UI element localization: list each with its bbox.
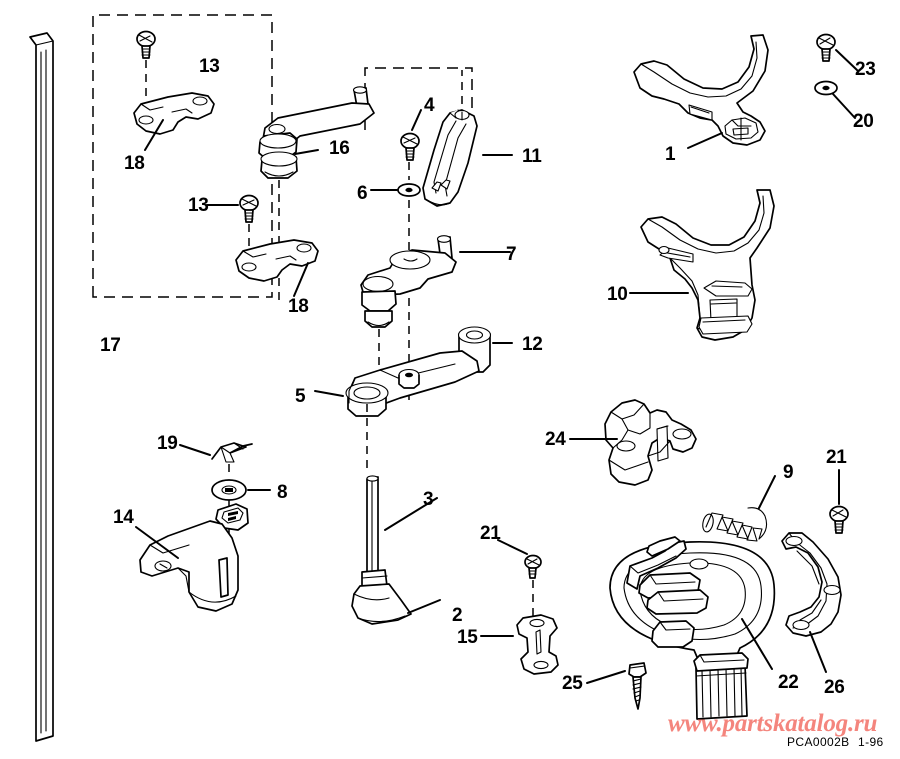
- callout-15: 15: [457, 627, 478, 648]
- callout-21-lower: 21: [480, 523, 501, 544]
- leader-1: [687, 132, 723, 149]
- part-17-steering-rail: [29, 32, 54, 742]
- part-6-washer: [397, 183, 421, 197]
- callout-18-lower: 18: [288, 296, 309, 317]
- part-13-screw-lower: [239, 194, 259, 223]
- part-21-screw-lower: [524, 554, 542, 579]
- drawing-revision: 1-96: [858, 735, 884, 749]
- part-20-washer: [814, 80, 838, 96]
- dashed-group-box-right: [364, 67, 473, 130]
- part-11-shift-rail: [422, 109, 478, 207]
- leader-20: [832, 93, 856, 119]
- part-18-cam-plate-upper: [133, 92, 215, 135]
- callout-20: 20: [853, 111, 874, 132]
- part-16-throttle-cam-lever: [258, 86, 375, 179]
- part-7-shift-lever-link: [360, 235, 457, 328]
- leader-4: [411, 109, 422, 131]
- leader-23: [835, 49, 858, 71]
- callout-23: 23: [855, 59, 876, 80]
- callout-22: 22: [778, 672, 799, 693]
- drawing-code: PCA0002B: [787, 735, 850, 749]
- part-15-anchor-bracket: [516, 614, 559, 675]
- part-4-screw: [400, 132, 420, 161]
- callout-1: 1: [665, 144, 676, 165]
- part-18-cam-plate-lower: [235, 239, 319, 282]
- leader-21-lower: [497, 539, 528, 555]
- callout-12: 12: [522, 334, 543, 355]
- callout-4: 4: [424, 95, 435, 116]
- part-10-lower-bracket: [640, 189, 775, 341]
- callout-10: 10: [607, 284, 628, 305]
- callout-11: 11: [522, 146, 542, 167]
- leader-2: [407, 599, 441, 614]
- callout-8: 8: [277, 482, 288, 503]
- callout-18-upper: 18: [124, 153, 145, 174]
- leader-9: [758, 475, 776, 509]
- part-8-washer: [211, 479, 247, 501]
- callout-26: 26: [824, 677, 845, 698]
- leader-3: [384, 497, 438, 531]
- watermark-url: www.partskatalog.ru: [668, 710, 878, 737]
- leader-22: [741, 618, 773, 670]
- part-25-self-tapping-screw: [628, 662, 647, 710]
- callout-17: 17: [100, 335, 121, 356]
- part-1-upper-bracket: [633, 34, 769, 146]
- callout-14: 14: [113, 507, 134, 528]
- leader-14: [135, 526, 179, 559]
- leader-19: [179, 444, 211, 456]
- part-24-interlock-module: [604, 399, 697, 486]
- callout-13-lower: 13: [188, 195, 209, 216]
- part-13-screw-upper: [136, 30, 156, 59]
- leader-18-lower: [293, 262, 309, 297]
- leader-26: [809, 631, 827, 673]
- callout-9: 9: [783, 462, 794, 483]
- callout-3: 3: [423, 489, 434, 510]
- callout-16: 16: [329, 138, 350, 159]
- callout-25: 25: [562, 673, 583, 694]
- callout-6: 6: [357, 183, 368, 204]
- leader-5: [314, 390, 344, 397]
- leader-25: [586, 670, 626, 684]
- part-14-shift-arm-bracket: [139, 503, 249, 612]
- part-23-screw: [816, 33, 836, 62]
- callout-5: 5: [295, 386, 306, 407]
- part-26-retainer-strap: [781, 532, 842, 637]
- dashed-group-box-left: [92, 14, 273, 298]
- part-3-2-shift-rod-boot: [351, 475, 412, 625]
- part-9-spring: [702, 507, 768, 542]
- callout-7: 7: [506, 244, 517, 265]
- callout-13-upper: 13: [199, 56, 220, 77]
- part-5-12-steering-arm: [345, 326, 492, 417]
- callout-24: 24: [545, 429, 566, 450]
- callout-2: 2: [452, 605, 463, 626]
- leader-18-upper: [144, 119, 164, 151]
- callout-19: 19: [157, 433, 178, 454]
- callout-21-right: 21: [826, 447, 847, 468]
- leader-16: [294, 149, 319, 155]
- part-21-screw-right: [829, 505, 849, 534]
- part-22-steering-housing: [609, 536, 776, 720]
- part-19-cotter-pin: [211, 442, 253, 463]
